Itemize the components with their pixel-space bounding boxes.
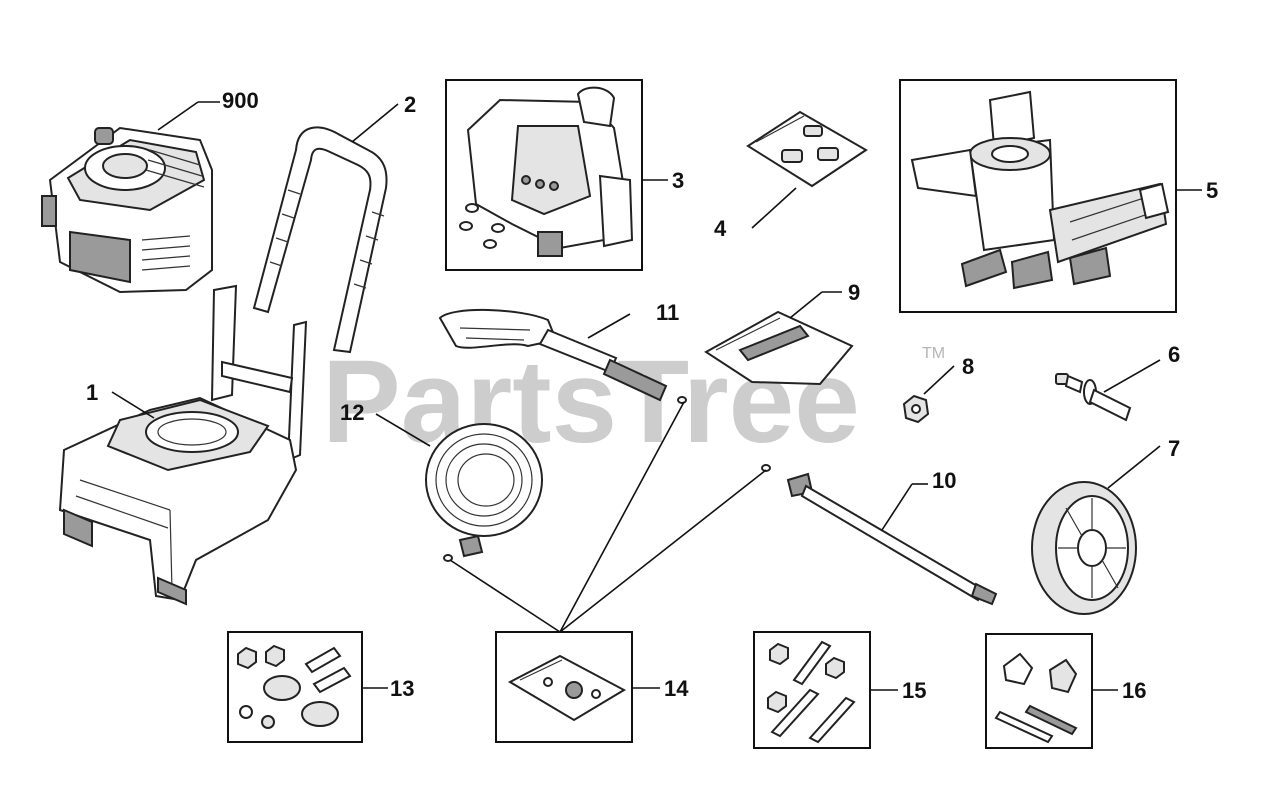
callout-10: 10 bbox=[932, 468, 956, 493]
callout-900: 900 bbox=[222, 88, 259, 113]
callout-16: 16 bbox=[1122, 678, 1146, 703]
part-11-spray-gun[interactable] bbox=[438, 308, 687, 404]
kit-14-leader-lines bbox=[449, 401, 767, 633]
part-13-box[interactable] bbox=[227, 631, 363, 743]
part-9-nozzle-bag[interactable] bbox=[704, 310, 854, 386]
part-16-knob-kit[interactable] bbox=[994, 652, 1078, 744]
callout-2: 2 bbox=[404, 92, 416, 117]
part-5-box[interactable] bbox=[899, 79, 1177, 313]
callout-13: 13 bbox=[390, 676, 414, 701]
callout-8: 8 bbox=[962, 354, 974, 379]
part-16-box[interactable] bbox=[985, 633, 1093, 749]
callout-3: 3 bbox=[672, 168, 684, 193]
part-12-hose[interactable] bbox=[425, 423, 543, 562]
part-900-engine[interactable] bbox=[41, 126, 213, 294]
part-10-wand[interactable] bbox=[761, 464, 998, 606]
part-14-oring-kit[interactable] bbox=[507, 654, 627, 722]
part-6-axle-bolt[interactable] bbox=[1055, 373, 1132, 422]
part-15-hardware[interactable] bbox=[767, 640, 856, 744]
part-5-pump[interactable] bbox=[910, 90, 1170, 290]
callout-7: 7 bbox=[1168, 436, 1180, 461]
callout-15: 15 bbox=[902, 678, 926, 703]
part-3-box[interactable] bbox=[445, 79, 643, 271]
callout-14: 14 bbox=[664, 676, 689, 701]
part-8-nut[interactable] bbox=[902, 394, 930, 424]
part-2-handle[interactable] bbox=[252, 126, 388, 354]
part-4-fittings-bag[interactable] bbox=[746, 110, 868, 188]
part-1-frame[interactable] bbox=[58, 284, 308, 606]
callout-4: 4 bbox=[714, 216, 727, 241]
part-7-wheel[interactable] bbox=[1031, 481, 1137, 615]
callout-5: 5 bbox=[1206, 178, 1218, 203]
callout-6: 6 bbox=[1168, 342, 1180, 367]
callout-9: 9 bbox=[848, 280, 860, 305]
part-13-hardware[interactable] bbox=[237, 644, 352, 729]
callout-1: 1 bbox=[86, 380, 98, 405]
watermark-trademark: TM bbox=[922, 345, 945, 362]
part-3-control-panel[interactable] bbox=[459, 86, 634, 257]
callout-12: 12 bbox=[340, 400, 364, 425]
callout-11: 11 bbox=[656, 300, 679, 325]
part-14-box[interactable] bbox=[495, 631, 633, 743]
